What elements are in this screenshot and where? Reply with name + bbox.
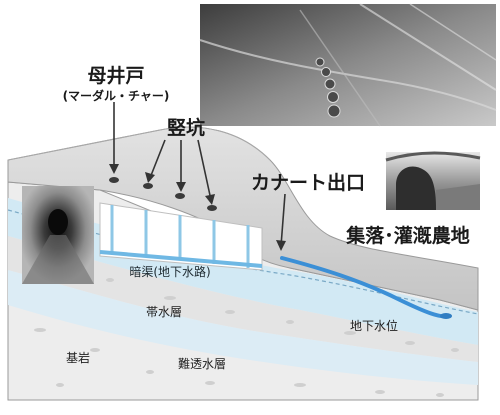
- label-water-table: 地下水位: [350, 318, 398, 333]
- label-aquitard: 難透水層: [178, 356, 226, 371]
- label-settlement: 集落･灌漑農地: [345, 224, 470, 247]
- shaft-columns: [110, 205, 250, 268]
- outflow-pool: [440, 313, 452, 319]
- label-tunnel: 暗渠(地下水路): [129, 264, 210, 279]
- shaft-openings: [109, 177, 217, 211]
- mother-well-opening: [109, 177, 119, 183]
- shaft-opening-3: [207, 205, 217, 211]
- outflow-stream: [280, 256, 450, 319]
- label-mother-well-sub: (マーダル・チャー): [63, 88, 170, 103]
- label-shafts: 竪坑: [167, 116, 205, 139]
- tunnel-cutaway: [99, 202, 263, 271]
- label-bedrock: 基岩: [66, 350, 90, 365]
- photo-aerial-shafts: [199, 3, 497, 127]
- pointer-arrows: [109, 102, 286, 251]
- label-mother-well: 母井戸: [87, 65, 144, 87]
- photo-qanat-exit: [385, 151, 481, 210]
- photo-tunnel-interior: [22, 186, 94, 284]
- shaft-opening-1: [143, 183, 153, 189]
- label-aquifer: 帯水層: [146, 305, 182, 319]
- water-table-line: [7, 209, 479, 315]
- tunnel-channel: [99, 250, 263, 268]
- aquitard-band: [8, 270, 478, 385]
- label-qanat-exit: カナート出口: [251, 171, 365, 194]
- middle-stratum: [8, 236, 478, 362]
- shaft-opening-2: [175, 193, 185, 199]
